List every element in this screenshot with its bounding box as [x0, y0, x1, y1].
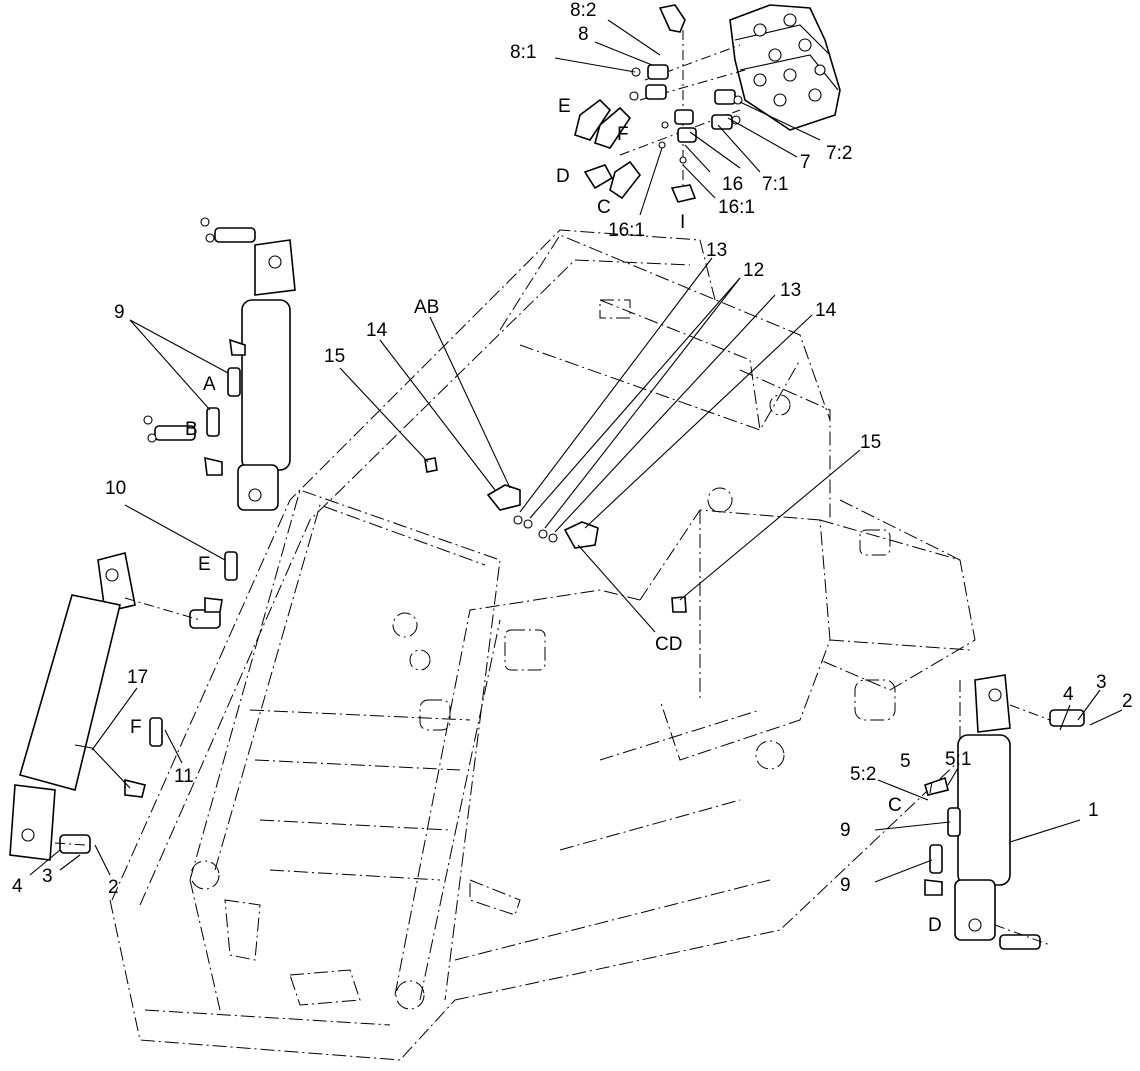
callout-13-b: 13: [780, 280, 801, 301]
callout-9-right-upper: 9: [840, 820, 851, 841]
leader-lines: [29, 19, 1123, 883]
callout-C-right: C: [888, 795, 902, 816]
callout-12: 12: [743, 260, 764, 281]
callout-F-top: F: [617, 124, 629, 145]
callout-A: A: [203, 374, 216, 395]
hose-clamps: [424, 457, 687, 613]
callout-4-right: 4: [1063, 684, 1074, 705]
callout-16-1-left: 16:1: [608, 220, 645, 241]
callout-17: 17: [127, 667, 148, 688]
callout-D-right: D: [928, 915, 942, 936]
callout-1: 1: [1088, 800, 1099, 821]
callout-D-top: D: [556, 166, 570, 187]
callout-7: 7: [800, 152, 811, 173]
callout-15-left: 15: [324, 346, 345, 367]
callout-7-2: 7:2: [826, 143, 852, 164]
callout-2-left: 2: [108, 877, 119, 898]
callout-11: 11: [174, 766, 194, 787]
callout-9-left: 9: [114, 302, 125, 323]
callout-3-left: 3: [42, 866, 53, 887]
callout-F-mid: F: [130, 717, 142, 738]
callout-8: 8: [578, 24, 589, 45]
callout-16: 16: [722, 174, 743, 195]
callout-9-right-lower: 9: [840, 875, 851, 896]
valve-fittings: [574, 4, 746, 203]
cylinder-right: [924, 674, 1085, 950]
callout-E-top: E: [558, 96, 571, 117]
cylinder-left-lower: [9, 551, 238, 861]
loader-frame: [109, 229, 976, 1061]
callout-B: B: [185, 419, 198, 440]
cylinder-left-upper: [143, 217, 296, 511]
callout-14-right: 14: [815, 300, 837, 321]
callout-7-1: 7:1: [762, 174, 788, 195]
callout-5-1: 5:1: [945, 749, 971, 770]
callout-AB: AB: [414, 297, 439, 318]
callout-labels: 8:2 8 8:1 E F D C 16:1 I 16:1 16 7:1 7 7…: [12, 0, 1133, 936]
callout-E-mid: E: [198, 554, 211, 575]
callout-C-top: C: [597, 197, 611, 218]
callout-10: 10: [105, 478, 126, 499]
callout-15-right: 15: [860, 432, 881, 453]
callout-3-right: 3: [1096, 672, 1107, 693]
control-valve: [729, 4, 841, 131]
callout-8-1: 8:1: [510, 42, 536, 63]
callout-I: I: [680, 212, 685, 233]
callout-5-2: 5:2: [850, 764, 876, 785]
callout-14-left: 14: [366, 320, 388, 341]
callout-4-left: 4: [12, 876, 23, 897]
callout-16-1-right: 16:1: [718, 197, 755, 218]
callout-5: 5: [900, 751, 911, 772]
callout-CD: CD: [655, 634, 682, 655]
callout-8-2: 8:2: [570, 0, 596, 21]
callout-13-a: 13: [706, 240, 727, 261]
callout-2-right: 2: [1122, 691, 1133, 712]
